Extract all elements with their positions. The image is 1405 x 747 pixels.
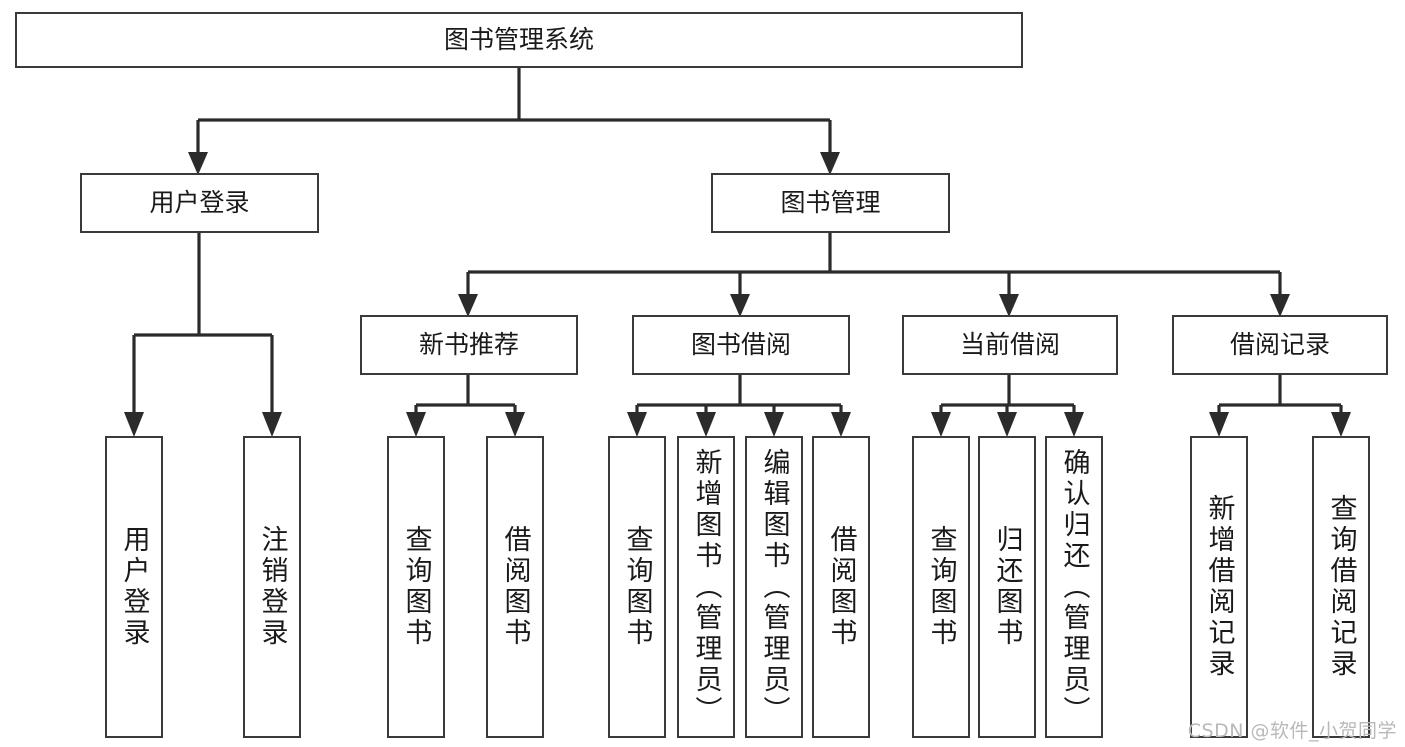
node-label: 图书借阅 <box>690 330 791 360</box>
node-label: 查询借阅记录 <box>1325 494 1357 680</box>
node-leaf-logout-login[interactable]: 注销登录 <box>243 436 301 738</box>
node-label: 用户登录 <box>149 188 250 218</box>
node-new-book-recommend[interactable]: 新书推荐 <box>360 315 578 375</box>
node-label: 编辑图书（管理员） <box>758 447 790 727</box>
node-label: 当前借阅 <box>959 330 1060 360</box>
node-leaf-add-book[interactable]: 新增图书（管理员） <box>677 436 735 738</box>
node-leaf-query-book-3[interactable]: 查询图书 <box>912 436 970 738</box>
node-leaf-borrow-book-2[interactable]: 借阅图书 <box>812 436 870 738</box>
node-label: 新增图书（管理员） <box>690 447 722 727</box>
node-label: 图书管理系统 <box>443 25 594 55</box>
node-user-login[interactable]: 用户登录 <box>80 173 319 233</box>
node-leaf-user-login[interactable]: 用户登录 <box>105 436 163 738</box>
node-label: 用户登录 <box>118 525 150 649</box>
node-label: 借阅记录 <box>1229 330 1330 360</box>
node-current-borrow[interactable]: 当前借阅 <box>902 315 1118 375</box>
node-root-system[interactable]: 图书管理系统 <box>15 12 1023 68</box>
node-label: 新增借阅记录 <box>1203 494 1235 680</box>
node-borrow-record[interactable]: 借阅记录 <box>1172 315 1388 375</box>
node-label: 注销登录 <box>256 525 288 649</box>
node-leaf-edit-book[interactable]: 编辑图书（管理员） <box>745 436 803 738</box>
node-label: 借阅图书 <box>825 525 857 649</box>
node-leaf-add-record[interactable]: 新增借阅记录 <box>1190 436 1248 738</box>
node-leaf-borrow-book-1[interactable]: 借阅图书 <box>486 436 544 738</box>
node-book-borrow[interactable]: 图书借阅 <box>632 315 850 375</box>
node-book-management[interactable]: 图书管理 <box>711 173 950 233</box>
node-leaf-return-book[interactable]: 归还图书 <box>978 436 1036 738</box>
node-label: 借阅图书 <box>499 525 531 649</box>
node-label: 查询图书 <box>621 525 653 649</box>
node-label: 确认归还（管理员） <box>1058 447 1090 727</box>
node-label: 查询图书 <box>925 525 957 649</box>
node-leaf-query-book-1[interactable]: 查询图书 <box>387 436 445 738</box>
node-leaf-query-book-2[interactable]: 查询图书 <box>608 436 666 738</box>
node-leaf-confirm-return[interactable]: 确认归还（管理员） <box>1045 436 1103 738</box>
watermark-text: CSDN @软件_小贺同学 <box>1187 720 1397 742</box>
node-leaf-query-record[interactable]: 查询借阅记录 <box>1312 436 1370 738</box>
node-label: 查询图书 <box>400 525 432 649</box>
node-label: 归还图书 <box>991 525 1023 649</box>
node-label: 新书推荐 <box>418 330 519 360</box>
node-label: 图书管理 <box>780 188 881 218</box>
